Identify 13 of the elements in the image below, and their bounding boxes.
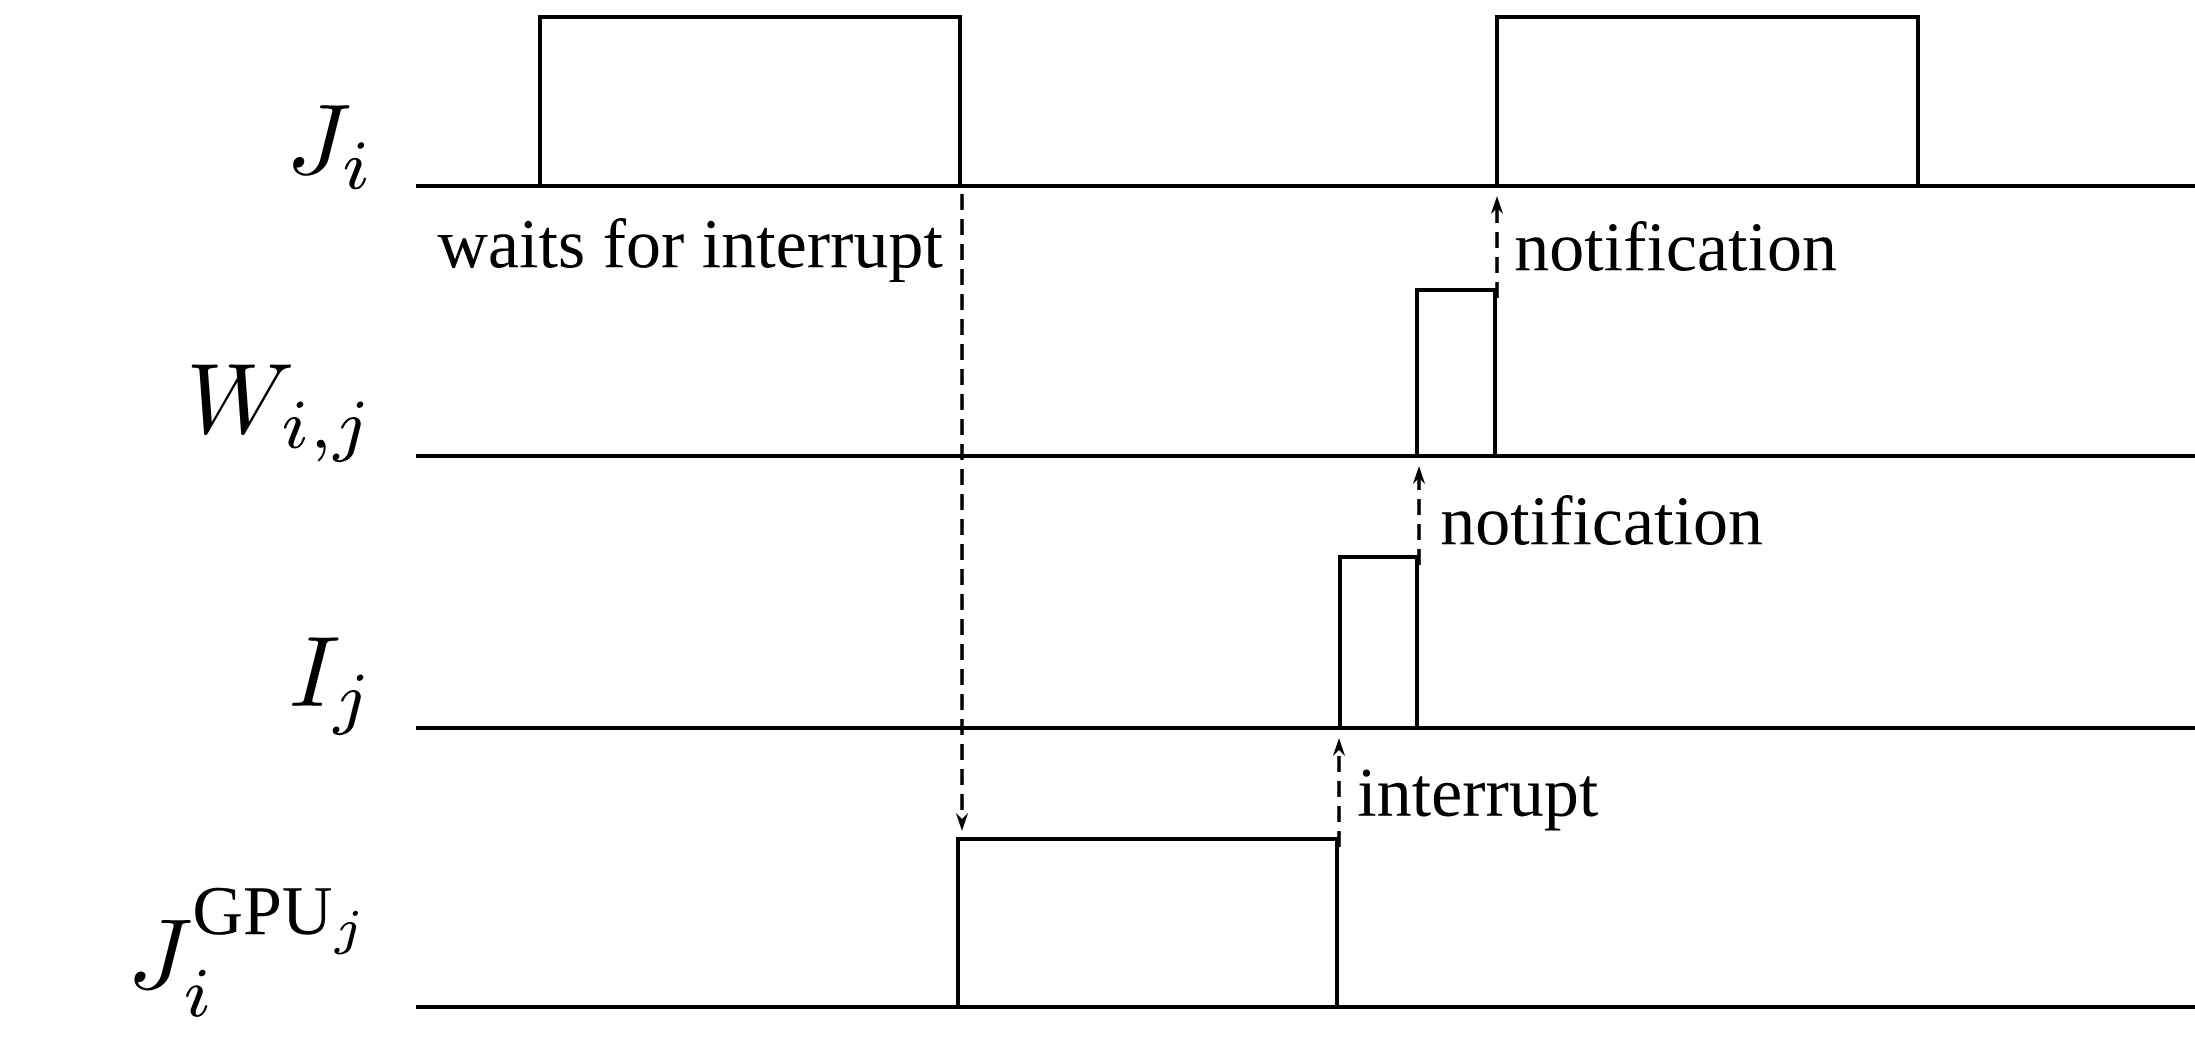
pulse-box <box>956 837 1339 1009</box>
edge-label: waits for interrupt <box>435 215 945 285</box>
pulse-box <box>1338 555 1419 730</box>
edge-label: notification <box>1512 219 1839 273</box>
row-label: $W_{i,j}$ <box>191 364 364 463</box>
edge-label: notification <box>1438 493 1765 547</box>
pulse-box <box>1415 288 1497 458</box>
pulse-box <box>538 15 962 188</box>
pulse-box <box>1495 15 1920 188</box>
row-label: $I_j$ <box>292 637 364 736</box>
row-label: $J_i$ <box>293 105 366 190</box>
row-label: $J_i^{\mathrm{GPU}_j}$ <box>134 887 358 1017</box>
edge-label: interrupt <box>1355 767 1601 833</box>
